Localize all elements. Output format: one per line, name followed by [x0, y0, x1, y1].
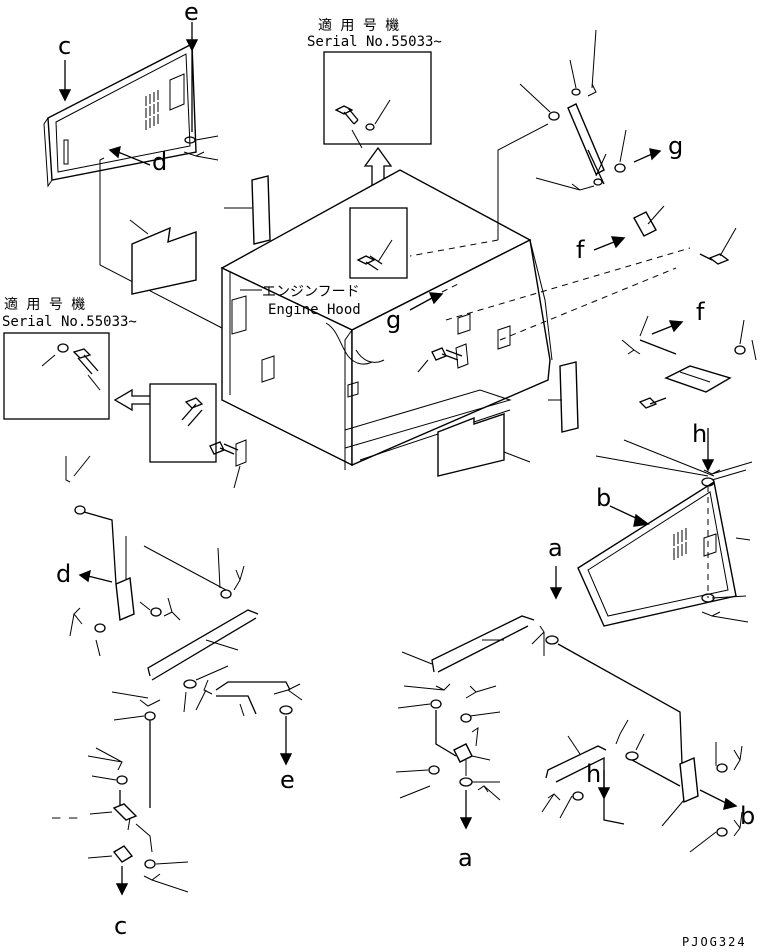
bolt-icon	[334, 105, 359, 125]
label-g-top: g	[668, 132, 683, 160]
arrow-up-to-note	[363, 146, 393, 208]
linkage-left	[65, 455, 303, 896]
hinge-plate-body	[664, 365, 732, 393]
hood-bolt-box-left	[149, 383, 217, 463]
washer-icon	[74, 505, 86, 515]
hinge-bracket	[633, 211, 657, 237]
washer-icon	[701, 477, 715, 487]
washer-icon	[548, 111, 560, 121]
hinge-pin-right	[631, 759, 681, 787]
bolt-icon	[699, 253, 730, 265]
rod-2	[215, 681, 291, 715]
serial-note-left: 適 用 号 機 Serial No.55033~	[2, 296, 137, 420]
rod-1	[147, 609, 259, 677]
arrow-left-to-note	[113, 388, 150, 412]
bolt-icon	[72, 348, 99, 375]
linkage-right	[531, 625, 743, 853]
serial-note-left-ja: 適 用 号 機	[4, 296, 85, 313]
hood-bolt-box-left-frame	[149, 383, 217, 463]
washer-icon	[183, 679, 197, 689]
seal-pad-3	[559, 361, 579, 433]
hinge-plate	[621, 315, 757, 409]
washer-icon	[365, 123, 375, 131]
hood-bolt-box-frame	[349, 207, 408, 279]
dash-mark: – –	[52, 810, 78, 826]
engine-hood-name-en: Engine Hood	[268, 302, 361, 318]
linkage-center	[395, 615, 535, 830]
side-door-left	[43, 42, 197, 188]
bolt-icon	[356, 255, 383, 271]
washer-icon	[57, 343, 69, 353]
serial-note-left-box	[3, 332, 110, 420]
label-e-top: e	[184, 0, 199, 26]
label-g-hood: g	[386, 306, 401, 334]
label-f-right: f	[696, 298, 705, 326]
bolt-icon	[209, 441, 239, 455]
side-door-right	[577, 480, 737, 627]
label-e-left: e	[280, 766, 295, 794]
rod-4	[545, 745, 607, 779]
bolt-icon	[638, 397, 667, 409]
washer-icon	[734, 345, 746, 355]
latch-lever	[112, 803, 138, 821]
seal-pads	[129, 175, 579, 477]
hinge-bracket-right	[679, 756, 699, 804]
gas-spring-body	[567, 103, 605, 175]
bolt-icon	[181, 397, 204, 427]
rod-3	[431, 615, 535, 673]
seal-pad-1	[251, 175, 271, 245]
serial-note-top-box	[323, 51, 432, 145]
serial-note-top: 適 用 号 機 Serial No.55033~	[307, 17, 442, 149]
side-door-right-panel	[577, 480, 737, 627]
label-d-top: d	[152, 148, 167, 176]
latch-lever-center	[453, 743, 473, 763]
label-h-door: h	[692, 420, 707, 448]
label-c-top: c	[58, 32, 71, 60]
label-a-center: a	[458, 844, 473, 872]
washer-icon	[184, 136, 196, 144]
label-c-left: c	[114, 912, 127, 940]
hinge-pin	[639, 339, 677, 355]
serial-note-top-ja: 適 用 号 機	[318, 17, 399, 34]
washer-icon	[545, 635, 559, 645]
washer-icon	[614, 163, 626, 173]
engine-hood-name-ja: エンジンフード	[262, 284, 360, 300]
side-door-left-panel	[47, 42, 197, 181]
label-b-door: b	[596, 484, 611, 512]
seal-pad-2	[131, 226, 197, 295]
bolt-icon	[431, 347, 463, 361]
label-f-top: f	[576, 236, 585, 264]
bracket-d	[115, 576, 135, 622]
seal-pad-4	[437, 413, 505, 477]
serial-note-left-serial: Serial No.55033~	[2, 314, 137, 330]
label-d-left: d	[56, 560, 71, 588]
label-b-right: b	[740, 802, 755, 830]
gas-spring-assembly	[409, 29, 627, 257]
label-h-right: h	[586, 760, 601, 788]
serial-note-top-serial: Serial No.55033~	[307, 34, 442, 50]
label-a-door: a	[548, 534, 563, 562]
figure-code: PJOG324	[682, 935, 747, 949]
hood-bolt-box	[349, 207, 408, 279]
